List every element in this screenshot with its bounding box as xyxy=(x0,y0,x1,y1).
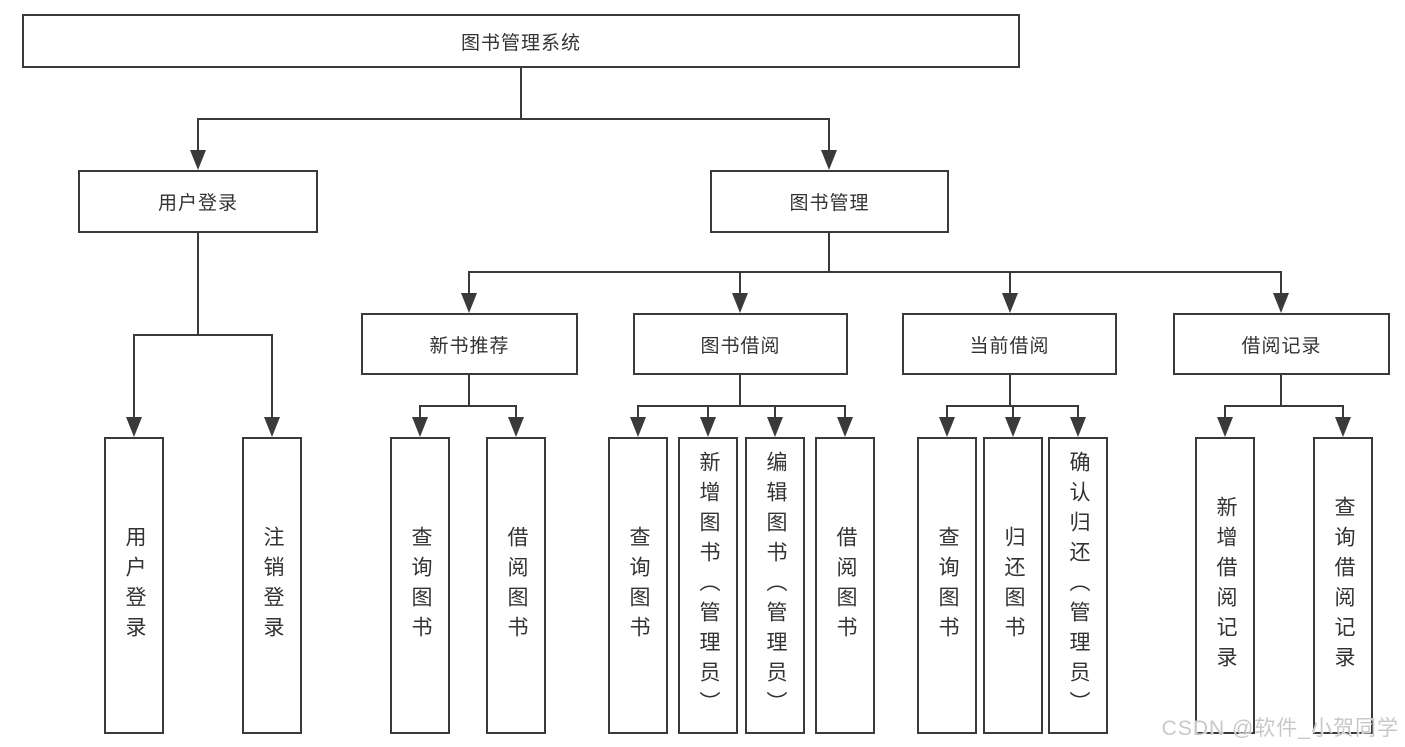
leaf-logout: 注销登录 xyxy=(242,437,302,734)
leaf-borrow-borrow-books: 借阅图书 xyxy=(815,437,875,734)
csdn-watermark: CSDN @软件_小贺同学 xyxy=(1161,717,1399,740)
leaf-current-return-books: 归还图书 xyxy=(983,437,1043,734)
leaf-newbook-borrow-books: 借阅图书 xyxy=(486,437,546,734)
node-root-label: 图书管理系统 xyxy=(460,32,581,54)
leaf-records-query-record: 查询借阅记录 xyxy=(1313,437,1373,734)
node-borrowing-records-label: 借阅记录 xyxy=(1241,335,1322,357)
node-book-management: 图书管理 xyxy=(710,170,949,233)
leaf-user-login-label: 用户登录 xyxy=(123,525,147,646)
leaf-borrow-add-books-admin: 新增图书（管理员） xyxy=(678,437,738,734)
node-root-library-system: 图书管理系统 xyxy=(22,14,1020,68)
leaf-borrow-borrow-books-label: 借阅图书 xyxy=(834,525,858,646)
leaf-newbook-query-books-label: 查询图书 xyxy=(409,525,433,646)
node-borrowing-records: 借阅记录 xyxy=(1173,313,1390,375)
leaf-borrow-add-books-admin-label: 新增图书（管理员） xyxy=(697,450,721,721)
node-new-book-recommend: 新书推荐 xyxy=(361,313,578,375)
leaf-borrow-query-books: 查询图书 xyxy=(608,437,668,734)
connector-book-management-to-level3 xyxy=(461,232,1289,313)
leaf-current-confirm-return-admin-label: 确认归还（管理员） xyxy=(1067,450,1091,721)
leaf-records-query-record-label: 查询借阅记录 xyxy=(1332,495,1356,676)
leaf-newbook-query-books: 查询图书 xyxy=(390,437,450,734)
node-book-management-label: 图书管理 xyxy=(789,193,870,214)
leaf-current-query-books: 查询图书 xyxy=(917,437,977,734)
leaf-borrow-query-books-label: 查询图书 xyxy=(627,525,651,646)
connector-root-to-level2 xyxy=(190,68,837,170)
leaf-newbook-borrow-books-label: 借阅图书 xyxy=(505,525,529,646)
node-current-borrowing-label: 当前借阅 xyxy=(969,335,1050,357)
leaf-current-return-books-label: 归还图书 xyxy=(1002,525,1026,646)
node-current-borrowing: 当前借阅 xyxy=(902,313,1117,375)
node-user-login: 用户登录 xyxy=(78,170,318,233)
connector-user-login-to-leaves xyxy=(126,232,280,437)
node-book-borrowing-label: 图书借阅 xyxy=(700,335,781,357)
leaf-user-login: 用户登录 xyxy=(104,437,164,734)
connector-book-borrowing-to-leaves xyxy=(630,375,853,437)
leaf-records-add-record-label: 新增借阅记录 xyxy=(1214,495,1238,676)
connector-current-borrowing-to-leaves xyxy=(939,375,1086,437)
leaf-current-query-books-label: 查询图书 xyxy=(936,525,960,646)
leaf-borrow-edit-books-admin-label: 编辑图书（管理员） xyxy=(764,450,788,721)
connector-new-book-recommend-to-leaves xyxy=(412,375,524,437)
leaf-logout-label: 注销登录 xyxy=(261,525,285,646)
leaf-records-add-record: 新增借阅记录 xyxy=(1195,437,1255,734)
node-book-borrowing: 图书借阅 xyxy=(633,313,848,375)
leaf-current-confirm-return-admin: 确认归还（管理员） xyxy=(1048,437,1108,734)
leaf-borrow-edit-books-admin: 编辑图书（管理员） xyxy=(745,437,805,734)
node-new-book-recommend-label: 新书推荐 xyxy=(429,335,510,357)
connector-borrowing-records-to-leaves xyxy=(1217,375,1351,437)
node-user-login-label: 用户登录 xyxy=(157,193,238,214)
